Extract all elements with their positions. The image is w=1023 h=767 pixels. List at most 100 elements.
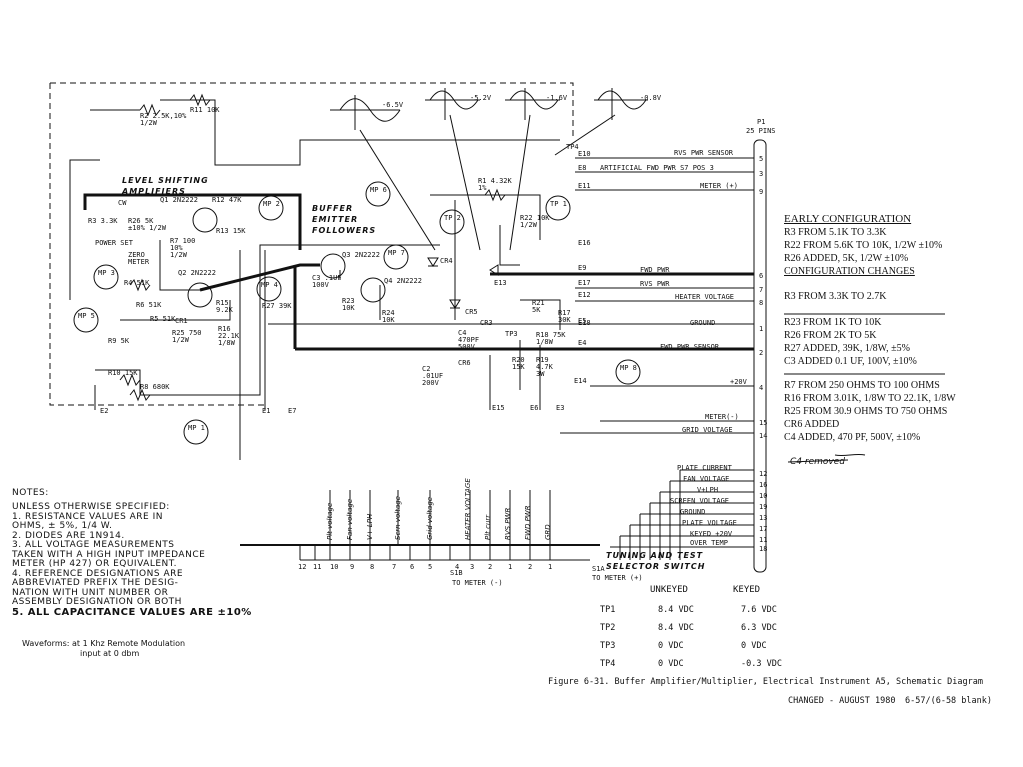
notes-line: NATION WITH UNIT NUMBER OR <box>12 587 169 598</box>
edge-s1b: S1B <box>450 569 463 577</box>
switch-wire-label: Fan voltage <box>346 498 354 540</box>
label-r4: R4 51K <box>124 279 150 287</box>
notes-line: 4. REFERENCE DESIGNATIONS ARE <box>12 568 184 579</box>
tp-table-cell: 0 VDC <box>741 641 767 651</box>
tp-table-cell: TP1 <box>600 605 616 615</box>
config-early-1: R3 FROM 5.1K TO 3.3K <box>784 227 887 238</box>
tp2-label: TP 2 <box>444 214 461 222</box>
switch-position: 4 <box>455 563 460 571</box>
signal-label: METER(-) <box>705 413 739 421</box>
waveforms-note-2: input at 0 dbm <box>80 649 140 658</box>
tp-table-cell: -0.3 VDC <box>741 659 782 669</box>
label-r23: R23 10K <box>342 297 355 312</box>
mp8-circle <box>615 359 641 385</box>
connector-pin: 19 <box>759 503 768 511</box>
edge-e3: E3 <box>556 404 565 412</box>
edge-e9: E9 <box>578 264 587 272</box>
edge-e13: E13 <box>494 279 507 287</box>
edge-e17: E17 <box>578 279 591 287</box>
mp7-circle <box>383 244 409 270</box>
label-r7: R7 100 10% 1/2W <box>170 237 196 259</box>
connector-pin: 14 <box>759 432 768 440</box>
label-zero-meter: ZERO METER <box>128 251 150 266</box>
connector-pin: 12 <box>759 470 768 478</box>
label-cr3: CR3 <box>480 319 493 327</box>
mp6-circle <box>365 181 391 207</box>
label-r15: R15 9.2K <box>216 299 233 314</box>
switch-position: 8 <box>370 563 375 571</box>
switch-wire-label: HEATER VOLTAGE <box>464 478 472 540</box>
section-level-shifting: LEVEL SHIFTING AMPLIFIERS <box>122 176 209 196</box>
label-r10: R10 15K <box>108 369 138 377</box>
signal-label: ARTIFICIAL FWD PWR S7 POS 3 <box>600 164 714 172</box>
label-cr6: CR6 <box>458 359 471 367</box>
tp-table-cell: 6.3 VDC <box>741 623 777 633</box>
edge-e15: E15 <box>492 404 505 412</box>
connector-pin: 10 <box>759 492 768 500</box>
edge-e11: E11 <box>578 182 591 190</box>
notes-line: METER (HP 427) OR EQUIVALENT. <box>12 559 178 569</box>
label-r21: R21 5K <box>532 299 545 314</box>
label-q1: Q1 2N2222 <box>160 196 198 204</box>
signal-label: KEYED +20V <box>690 530 733 538</box>
edge-e7: E7 <box>288 407 297 415</box>
config-change-r7: R7 FROM 250 OHMS TO 100 OHMS <box>784 380 940 391</box>
label-q2: Q2 2N2222 <box>178 269 216 277</box>
mp3-label: MP 3 <box>98 269 115 277</box>
mp5-circle <box>73 307 99 333</box>
switch-position: 11 <box>313 563 322 571</box>
assembly-boundary <box>49 82 574 406</box>
mp8-label: MP 8 <box>620 364 637 372</box>
switch-position: 1 <box>548 563 553 571</box>
signal-label: GROUND <box>690 319 716 327</box>
notes-line: 5. ALL CAPACITANCE VALUES ARE ±10% <box>12 606 252 618</box>
edge-e14: E14 <box>574 377 587 385</box>
label-cr4: CR4 <box>440 257 453 265</box>
label-r13: R13 15K <box>216 227 246 235</box>
connector-id: P1 <box>757 118 766 126</box>
switch-wire-label: GRD <box>544 524 552 540</box>
tp-table-cell: TP4 <box>600 659 616 669</box>
config-change-r23: R23 FROM 1K TO 10K <box>784 317 882 328</box>
config-change-c3: C3 ADDED 0.1 UF, 100V, ±10% <box>784 356 917 367</box>
label-power-set: POWER SET <box>95 239 133 247</box>
notes-line: 2. DIODES ARE 1N914. <box>12 530 125 541</box>
switch-wire-label: Grid voltage <box>426 496 434 540</box>
label-r27: R27 39K <box>262 302 292 310</box>
signal-label: METER (+) <box>700 182 738 190</box>
switch-to-meter-pos: TO METER (+) <box>592 574 643 582</box>
edge-tp4: TP4 <box>566 143 579 151</box>
notes-line: UNLESS OTHERWISE SPECIFIED: <box>12 502 170 512</box>
switch-contacts <box>299 490 551 560</box>
switch-position: 9 <box>350 563 355 571</box>
signal-label: PLATE CURRENT <box>677 464 732 472</box>
label-r16: R16 22.1K 1/8W <box>218 325 240 347</box>
mp2-circle <box>258 195 284 221</box>
changed-date: CHANGED - AUGUST 1980 <box>788 696 896 706</box>
signal-label: FAN VOLTAGE <box>683 475 730 483</box>
signal-label: FWD PWR <box>640 266 670 274</box>
notes-title: NOTES: <box>12 488 49 498</box>
connector-pin: 5 <box>759 155 764 163</box>
edge-e6: E6 <box>530 404 539 412</box>
tp-table-header: KEYED <box>733 585 761 595</box>
label-r19: R19 4.7K 3W <box>536 356 553 378</box>
notes-line: 1. RESISTANCE VALUES ARE IN <box>12 511 163 522</box>
label-r9: R9 5K <box>108 337 130 345</box>
switch-position: 2 <box>488 563 493 571</box>
label-cr1: CR1 <box>175 317 188 325</box>
notes-line: OHMS, ± 5%, 1/4 W. <box>12 521 113 531</box>
tp-table-cell: 0 VDC <box>658 641 684 651</box>
tp1-circle <box>545 195 571 221</box>
mp4-label: MP 4 <box>261 281 278 289</box>
wave-label-2: -5.2V <box>470 94 492 102</box>
switch-wire-label: FWD PWR <box>524 505 532 540</box>
edge-e18: E18 <box>578 319 591 327</box>
label-cw: CW <box>118 199 127 207</box>
switch-position: 3 <box>470 563 475 571</box>
notes-line: 3. ALL VOLTAGE MEASUREMENTS <box>12 540 175 550</box>
notes-line: ASSEMBLY DESIGNATION OR BOTH <box>12 597 182 607</box>
config-change-cr6: CR6 ADDED <box>784 419 840 430</box>
notes-line: ABBREVIATED PREFIX THE DESIG- <box>12 578 179 588</box>
wave-label-4: -0.8V <box>640 94 662 102</box>
